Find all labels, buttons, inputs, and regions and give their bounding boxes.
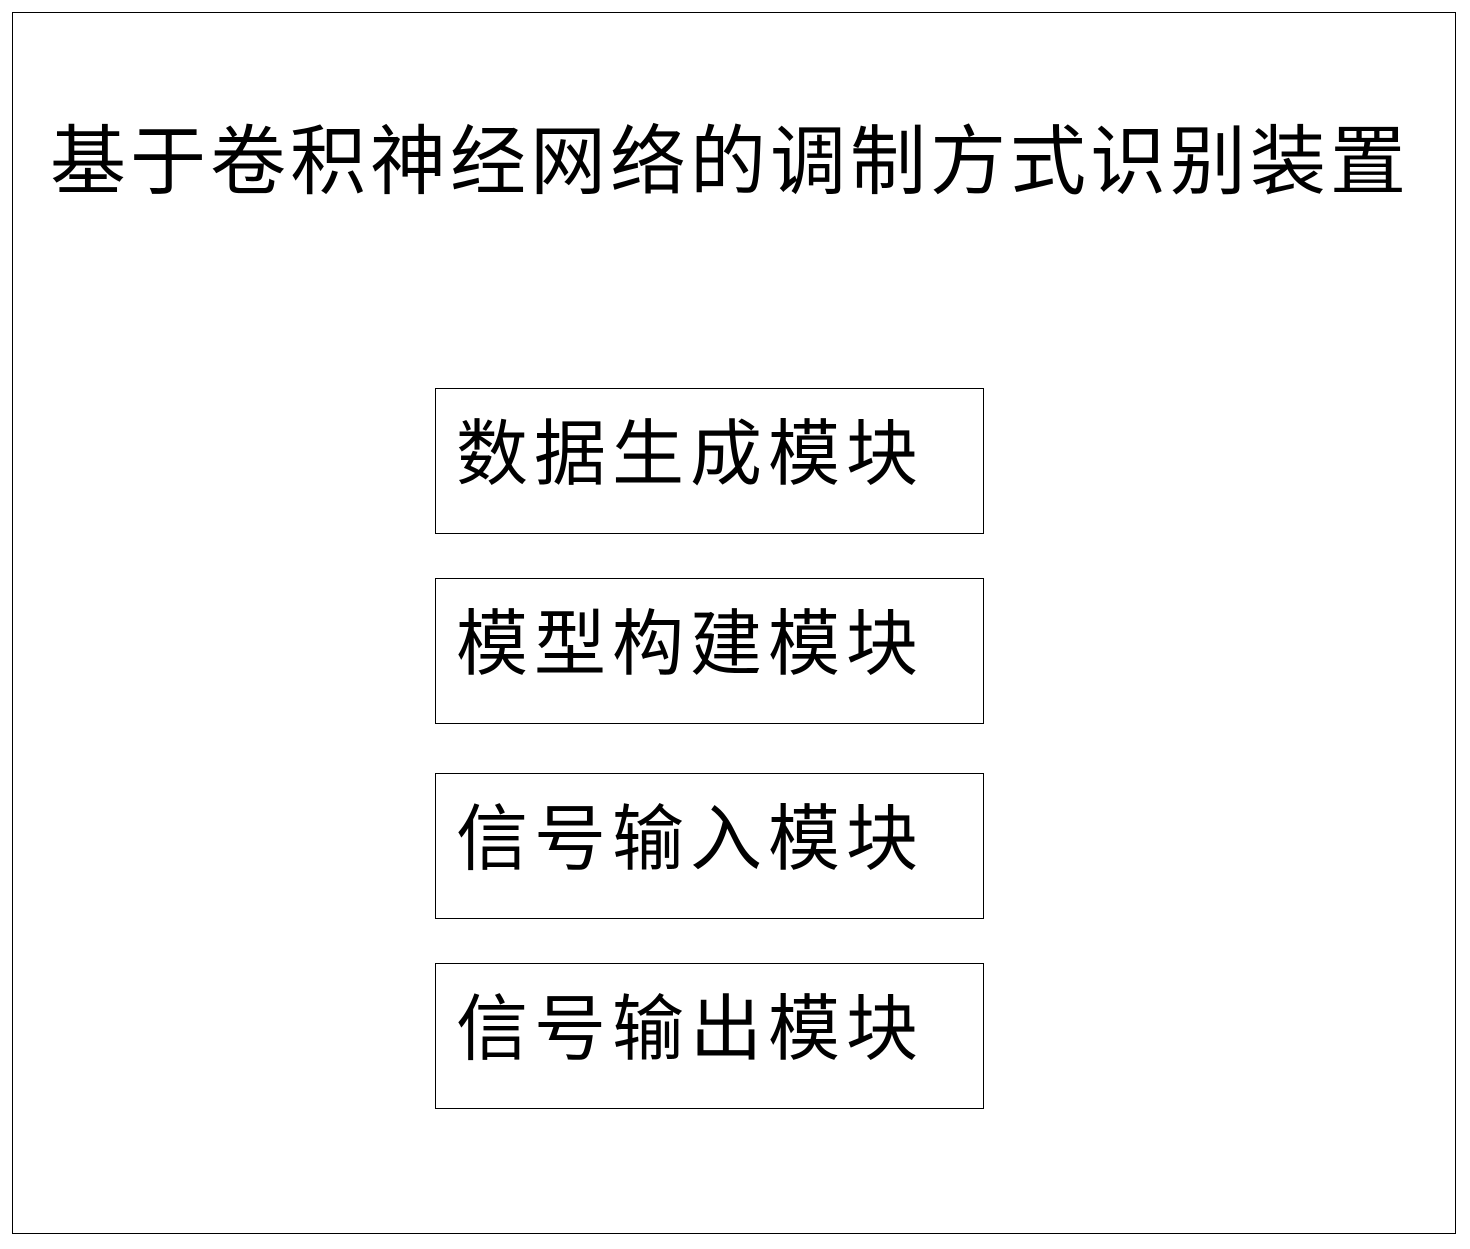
module-box-signal-output: 信号输出模块 bbox=[435, 963, 984, 1109]
module-label: 信号输出模块 bbox=[456, 987, 925, 1071]
module-box-model-building: 模型构建模块 bbox=[435, 578, 984, 724]
module-label: 信号输入模块 bbox=[456, 797, 925, 881]
device-title: 基于卷积神经网络的调制方式识别装置 bbox=[50, 117, 1410, 206]
module-label: 数据生成模块 bbox=[456, 412, 925, 496]
module-box-signal-input: 信号输入模块 bbox=[435, 773, 984, 919]
module-label: 模型构建模块 bbox=[456, 602, 925, 686]
device-frame bbox=[12, 12, 1456, 1234]
module-box-data-generation: 数据生成模块 bbox=[435, 388, 984, 534]
